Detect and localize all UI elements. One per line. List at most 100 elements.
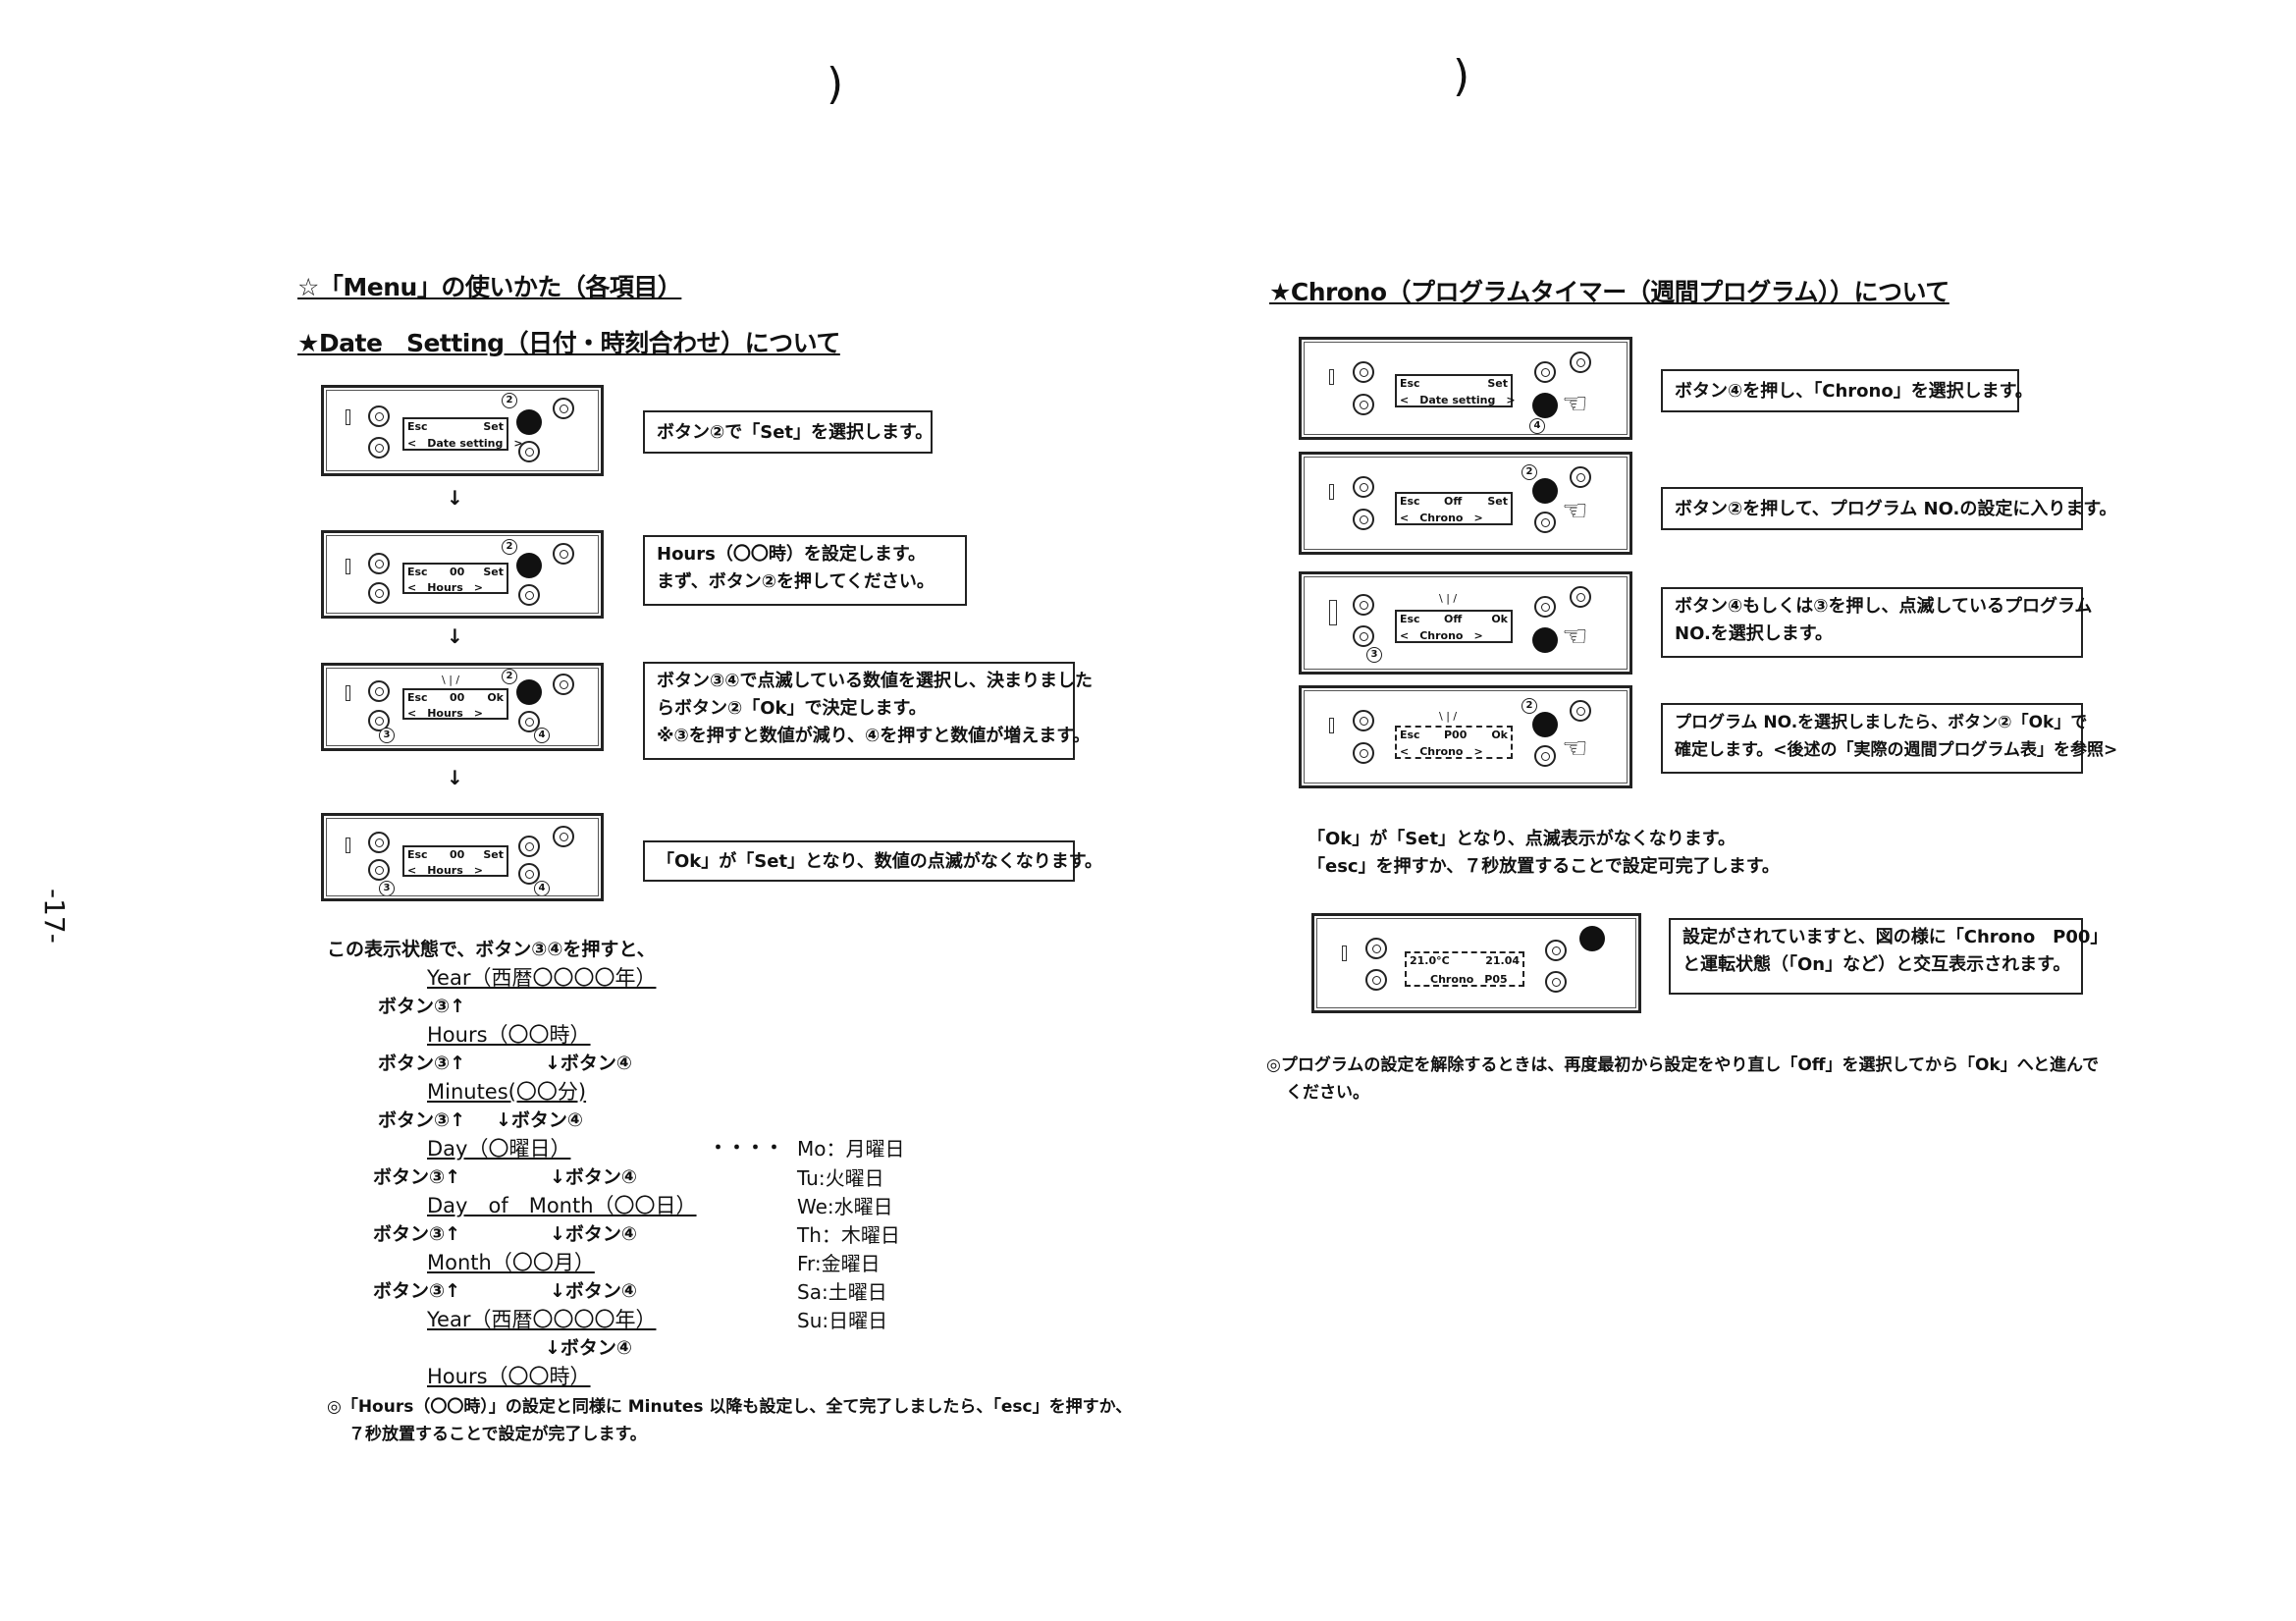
button-4-icon: [518, 441, 540, 462]
slot-mark: [346, 685, 350, 701]
device-panel-step-3: 3 \ | / Esc 00 Ok < Hours > 2 4: [321, 663, 604, 751]
footer-note-1: ◎「Hours（〇〇時）」の設定と同様に Minutes 以降も設定し、全て完了…: [327, 1397, 1133, 1417]
button-number-4: 4: [534, 881, 550, 896]
button-4-icon: [1532, 627, 1558, 653]
seq-btn4-e: ↓ボタン④: [550, 1223, 638, 1245]
weekday-tu: Tu:火曜日: [797, 1166, 884, 1190]
lcd-top-left: 21.0°C: [1410, 954, 1450, 967]
seq-year-1: Year（西暦〇〇〇〇年）: [427, 966, 657, 990]
seq-btn3-d: ボタン③↑: [373, 1166, 461, 1188]
lcd-bottom: < Hours >: [407, 581, 483, 594]
page-number: -17-: [38, 889, 71, 944]
seq-btn3-c: ボタン③↑: [378, 1109, 466, 1131]
seq-btn3-b: ボタン③↑: [378, 1053, 466, 1074]
lcd-display: Esc 00 Set < Hours >: [402, 563, 508, 594]
button-1-icon: [1353, 594, 1374, 616]
lcd-bottom: < Chrono >: [1400, 629, 1483, 642]
weekday-su: Su:日曜日: [797, 1309, 888, 1332]
lcd-top-mid: 00: [450, 691, 465, 704]
callout-step-2: Hours（〇〇時）を設定します。 まず、ボタン②を押してください。: [643, 535, 967, 606]
button-3-icon: [1353, 625, 1374, 647]
lcd-top-left: Esc: [1400, 377, 1420, 390]
button-number-3: 3: [379, 881, 395, 896]
button-1-icon: [1365, 938, 1387, 959]
chrono-note-2: 「esc」を押すか、７秒放置することで設定可完了します。: [1308, 856, 1780, 877]
pointing-hand-icon: ☜: [1562, 731, 1588, 766]
device-panel-step-1: Esc Set < Date setting > 2: [321, 385, 604, 476]
button-1-icon: [1353, 361, 1374, 383]
button-4-icon: [518, 584, 540, 606]
scan-mark: ): [827, 59, 844, 109]
button-3-icon: [1353, 394, 1374, 415]
lcd-top-right: Ok: [487, 691, 504, 704]
button-3-icon: [368, 582, 390, 604]
lcd-display: Esc Off Set < Chrono >: [1395, 492, 1513, 525]
lcd-bottom: Chrono P05: [1430, 973, 1508, 986]
button-1-icon: [1353, 710, 1374, 731]
lcd-top-right: Set: [483, 420, 504, 433]
lcd-top-right: Set: [1487, 495, 1508, 508]
lcd-top-mid: 00: [450, 566, 465, 578]
blink-mark: \ | /: [442, 674, 460, 686]
seq-btn4-g: ↓ボタン④: [545, 1337, 633, 1359]
lcd-top-right: 21.04: [1485, 954, 1520, 967]
button-1-icon: [368, 832, 390, 853]
slot-mark: [346, 559, 350, 574]
weekday-mo: Mo：月曜日: [797, 1137, 905, 1161]
chrono-callout-step-3: ボタン④もしくは③を押し、点滅しているプログラム NO.を選択します。: [1661, 587, 2092, 658]
button-4-icon: [1534, 512, 1556, 533]
lcd-top-mid: Off: [1444, 613, 1463, 625]
lcd-display: Esc 00 Set < Hours >: [402, 845, 508, 877]
lcd-top-mid: 00: [450, 848, 465, 861]
chrono-final-callout: 設定がされていますと、図の様に「Chrono P00」 と運転状態（「On」など…: [1669, 918, 2108, 995]
chrono-heading: ★Chrono（プログラムタイマー（週間プログラム））について: [1269, 278, 1949, 306]
chrono-final-panel: 21.0°C 21.04 Chrono P05: [1311, 913, 1641, 1013]
button-2-icon: [1532, 478, 1558, 504]
lcd-top-right: Ok: [1491, 613, 1508, 625]
button-number-3: 3: [1366, 647, 1382, 663]
callout-step-4: 「Ok」が「Set」となり、数値の点滅がなくなります。: [643, 840, 1102, 882]
lcd-top-left: Esc: [1400, 613, 1420, 625]
button-1-icon: [368, 405, 390, 427]
button-2-icon: [516, 679, 542, 705]
callout-step-1: ボタン②で「Set」を選択します。: [643, 410, 933, 454]
button-5-icon: [553, 826, 574, 847]
button-2-icon: [518, 836, 540, 857]
button-4-icon: [1534, 745, 1556, 767]
seq-btn3-f: ボタン③↑: [373, 1280, 461, 1302]
lcd-top-right: Ok: [1491, 729, 1508, 741]
button-2-icon: [1534, 596, 1556, 618]
button-number-2: 2: [1522, 464, 1537, 480]
seq-btn4-f: ↓ボタン④: [550, 1280, 638, 1302]
button-number-2: 2: [502, 539, 517, 555]
button-5-icon: [553, 398, 574, 419]
button-number-3: 3: [379, 728, 395, 743]
lcd-top-left: Esc: [1400, 495, 1420, 508]
seq-btn4-b: ↓ボタン④: [545, 1053, 633, 1074]
button-2-icon: [1532, 712, 1558, 737]
button-1-icon: [368, 680, 390, 702]
lcd-top-mid: P00: [1444, 729, 1468, 741]
button-3-icon: [368, 437, 390, 459]
lcd-top-mid: Off: [1444, 495, 1463, 508]
button-1-icon: [1353, 476, 1374, 498]
button-number-2: 2: [1522, 698, 1537, 714]
chrono-callout-step-2: ボタン②を押して、プログラム NO.の設定に入ります。: [1661, 487, 2117, 530]
button-3-icon: [1365, 969, 1387, 991]
lcd-display: 21.0°C 21.04 Chrono P05: [1405, 951, 1524, 987]
sequence-intro: この表示状態で、ボタン③④を押すと、: [327, 939, 656, 960]
pointing-hand-icon: ☜: [1562, 620, 1588, 654]
lcd-display: Esc Set < Date setting >: [1395, 374, 1516, 407]
lcd-bottom: < Hours >: [407, 707, 483, 720]
button-5-icon: [1570, 700, 1591, 722]
lcd-display: Esc 00 Ok < Hours >: [402, 688, 508, 720]
lcd-display: Esc Off Ok < Chrono >: [1395, 610, 1513, 643]
weekday-sa: Sa:土曜日: [797, 1280, 887, 1304]
lcd-bottom: < Date setting >: [1400, 394, 1516, 406]
lcd-display: Esc P00 Ok < Chrono >: [1395, 726, 1513, 759]
weekday-th: Th：木曜日: [797, 1223, 900, 1247]
seq-btn3-e: ボタン③↑: [373, 1223, 461, 1245]
seq-minutes: Minutes(〇〇分): [427, 1080, 587, 1104]
lcd-top-left: Esc: [407, 420, 428, 433]
lcd-bottom: < Chrono >: [1400, 745, 1483, 758]
